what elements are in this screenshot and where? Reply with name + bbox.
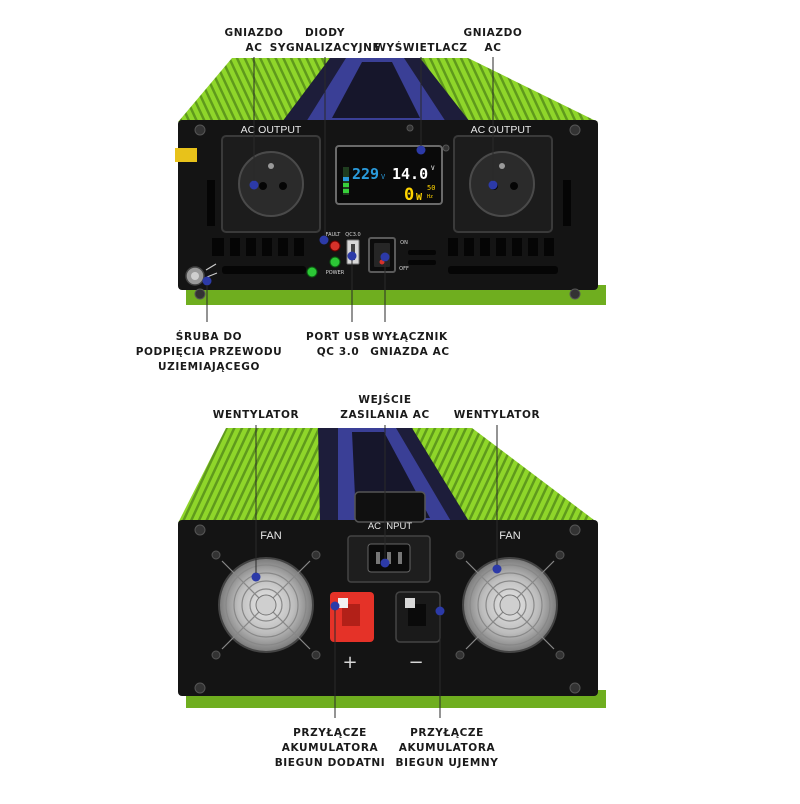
ac-input-socket: AC INPUT bbox=[347, 521, 431, 583]
lcd-volt-unit: V bbox=[381, 173, 386, 181]
rear-plug-housing bbox=[354, 491, 426, 523]
fault-led bbox=[329, 240, 341, 252]
lcd-hz: 50 bbox=[427, 184, 435, 192]
front-markers bbox=[202, 145, 498, 286]
minus-sign: − bbox=[408, 652, 423, 673]
front-view: AC OUTPUT AC OUTPUT 229 V 14.0 V 0 bbox=[175, 57, 606, 322]
front-leader-lines bbox=[206, 57, 494, 322]
front-screws bbox=[194, 124, 581, 300]
power-led bbox=[329, 256, 341, 268]
label-minus-terminal: PRZYŁĄCZE AKUMULATORA BIEGUN UJEMNY bbox=[395, 727, 499, 769]
lcd-display: 229 V 14.0 V 0 W 50 Hz bbox=[335, 145, 443, 205]
back-markers bbox=[251, 558, 502, 616]
fan-left: FAN bbox=[218, 530, 314, 653]
ground-led bbox=[306, 266, 318, 278]
label-plus-terminal: PRZYŁĄCZE AKUMULATORA BIEGUN DODATNI bbox=[274, 727, 386, 769]
ac-output-right-text: AC OUTPUT bbox=[471, 124, 532, 136]
label-sruba: ŚRUBA DO PODPIĘCIA PRZEWODU UZIEMIAJĄCEG… bbox=[135, 331, 283, 373]
power-text: POWER bbox=[326, 270, 345, 276]
fan-right-text: FAN bbox=[499, 530, 520, 542]
fan-right: FAN bbox=[462, 530, 558, 653]
ac-output-left-text: AC OUTPUT bbox=[241, 124, 302, 136]
warning-sticker bbox=[175, 148, 197, 162]
lcd-voltage: 229 bbox=[352, 165, 379, 183]
ac-outlet-right: AC OUTPUT bbox=[453, 124, 553, 233]
lcd-hz-unit: Hz bbox=[427, 194, 433, 200]
label-wejscie: WEJŚCIE ZASILANIA AC bbox=[340, 394, 430, 421]
label-wylacznik: WYŁĄCZNIK GNIAZDA AC bbox=[370, 331, 450, 358]
back-view: FAN FAN AC INPUT bbox=[178, 425, 606, 718]
lcd-watts-unit: W bbox=[416, 192, 423, 203]
status-leds: FAULT POWER bbox=[306, 232, 345, 278]
label-gniazdo-left: GNIAZDO AC bbox=[224, 27, 284, 54]
label-gniazdo-right: GNIAZDO AC bbox=[463, 27, 523, 54]
back-leader-lines bbox=[255, 425, 498, 718]
negative-terminal: − bbox=[395, 591, 441, 673]
label-wentylator-right: WENTYLATOR bbox=[453, 409, 541, 421]
front-vents bbox=[207, 180, 571, 274]
label-diody: DIODY SYGNALIZACYJNE bbox=[269, 27, 381, 54]
back-screws bbox=[194, 524, 581, 694]
off-text: OFF bbox=[399, 266, 409, 272]
fault-text: FAULT bbox=[326, 232, 342, 238]
lcd-input-voltage: 14.0 bbox=[392, 165, 428, 183]
ac-input-text: AC INPUT bbox=[368, 521, 413, 532]
on-text: ON bbox=[400, 240, 408, 246]
positive-terminal: + bbox=[330, 592, 374, 673]
qc-text: QC3.0 bbox=[345, 232, 360, 238]
label-wentylator-left: WENTYLATOR bbox=[212, 409, 300, 421]
front-label-strip bbox=[332, 62, 420, 118]
lcd-watts: 0 bbox=[404, 185, 414, 205]
plus-sign: + bbox=[342, 652, 357, 673]
ac-outlet-left: AC OUTPUT bbox=[221, 124, 321, 233]
lcd-input-unit: V bbox=[431, 165, 435, 172]
ground-screw bbox=[185, 263, 218, 286]
label-wyswietlacz: WYŚWIETLACZ bbox=[374, 42, 468, 54]
label-usb: PORT USB QC 3.0 bbox=[306, 331, 370, 358]
fan-left-text: FAN bbox=[260, 530, 281, 542]
